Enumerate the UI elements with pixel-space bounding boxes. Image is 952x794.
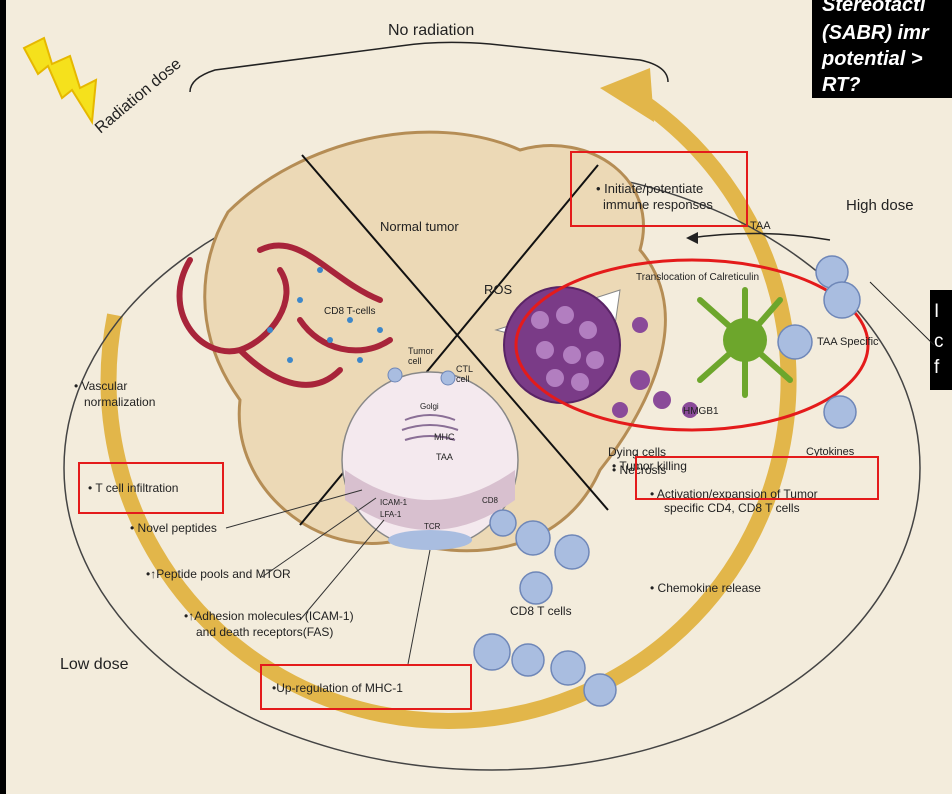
adhesion-bullet-line1: •↑Adhesion molecules (ICAM-1) xyxy=(184,610,354,624)
cd8-tcells-bottom-label: CD8 T cells xyxy=(510,605,572,619)
side-note-line1: I xyxy=(934,300,939,323)
slide-title-line1: Stereotacti xyxy=(822,0,925,18)
low-dose-label: Low dose xyxy=(60,656,129,674)
slide-title-line2: (SABR) imr xyxy=(822,20,929,46)
side-note-line2: c xyxy=(934,330,944,353)
highlight-box-initiate xyxy=(570,151,748,227)
vascular-bullet-line2: normalization xyxy=(84,396,155,410)
ctl-cell-label: CTL cell xyxy=(456,364,484,385)
taa-specific-label: TAA Specific xyxy=(817,336,879,349)
slide-title-line4: RT? xyxy=(822,72,861,98)
no-radiation-label: No radiation xyxy=(388,22,474,40)
highlight-box-mhc xyxy=(260,664,472,710)
ctl-cell-icon xyxy=(388,368,402,382)
activation-bullet-line2: specific CD4, CD8 T cells xyxy=(664,502,800,516)
hmgb1-label: HMGB1 xyxy=(683,406,719,418)
tumor-cell-label: Tumor cell xyxy=(408,346,444,367)
normal-tumor-label: Normal tumor xyxy=(380,220,459,235)
ctl-cell-base xyxy=(388,530,472,550)
chemokine-label: • Chemokine release xyxy=(650,582,761,596)
slide-title-line3: potential > xyxy=(822,46,923,72)
high-dose-label: High dose xyxy=(846,197,914,214)
cd8-tcells-top-label: CD8 T-cells xyxy=(324,306,376,318)
vascular-bullet-line1: • Vascular xyxy=(74,380,127,394)
tcr-label: TCR xyxy=(424,522,440,531)
side-note-line3: f xyxy=(934,356,939,379)
translocation-label: Translocation of Calreticulin xyxy=(636,272,759,284)
tumor-cell-cluster xyxy=(504,287,620,403)
mhc-label: MHC xyxy=(434,432,455,442)
peptide-pools-bullet: •↑Peptide pools and MTOR xyxy=(146,568,291,582)
ctl-cell-icon xyxy=(441,371,455,385)
taa-inner-label: TAA xyxy=(436,452,453,462)
dendritic-cell-body xyxy=(723,318,767,362)
cd8-inner-label: CD8 xyxy=(482,496,498,505)
novel-peptides-bullet: • Novel peptides xyxy=(130,522,217,536)
highlight-box-t-infiltration xyxy=(78,462,224,514)
highlight-box-tumor-killing xyxy=(635,456,879,500)
golgi-label: Golgi xyxy=(420,402,439,411)
taa-label: TAA xyxy=(750,220,771,233)
icam-label: ICAM-1 xyxy=(380,498,407,507)
adhesion-bullet-line2: and death receptors(FAS) xyxy=(196,626,333,640)
lfa-label: LFA-1 xyxy=(380,510,401,519)
ros-label: ROS xyxy=(484,283,512,298)
